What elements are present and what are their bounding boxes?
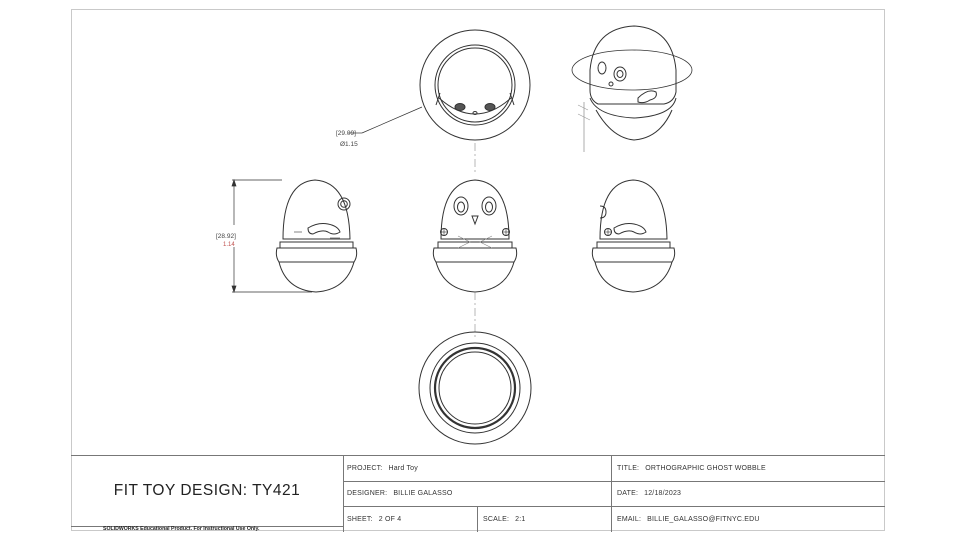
isometric-view xyxy=(571,25,693,152)
right-side-view xyxy=(591,179,676,293)
side-dim-primary: [28.92] xyxy=(216,233,236,240)
drawing-sheet: [29.09] Ø1.15 [28.92] 1.14 xyxy=(71,9,885,531)
left-side-view xyxy=(275,179,358,293)
top-dim-primary: [29.09] xyxy=(336,130,356,137)
top-view xyxy=(419,29,531,141)
side-dim-secondary: 1.14 xyxy=(223,242,235,248)
top-dim-secondary: Ø1.15 xyxy=(340,141,358,148)
sheet-field: SHEET:2 OF 4 xyxy=(347,515,402,523)
email-field: EMAIL:BILLIE_GALASSO@FITNYC.EDU xyxy=(617,515,760,523)
top-view-dimension-leader xyxy=(348,106,423,134)
designer-field: DESIGNER:BILLIE GALASSO xyxy=(347,490,453,497)
scale-field: SCALE:2:1 xyxy=(483,515,526,523)
title-field: TITLE:ORTHOGRAPHIC GHOST WOBBLE xyxy=(617,465,766,472)
solidworks-note: SOLIDWORKS Educational Product. For Inst… xyxy=(103,526,260,532)
bottom-view xyxy=(418,331,532,445)
company-name: FIT TOY DESIGN: TY421 xyxy=(113,482,301,499)
date-field: DATE:12/18/2023 xyxy=(617,490,682,497)
title-block: FIT TOY DESIGN: TY421 PROJECT:Hard Toy D… xyxy=(71,455,885,532)
orthographic-drawing: [29.09] Ø1.15 [28.92] 1.14 xyxy=(216,25,693,445)
height-dimension xyxy=(231,178,312,294)
front-view xyxy=(432,143,518,340)
project-field: PROJECT:Hard Toy xyxy=(347,465,418,472)
